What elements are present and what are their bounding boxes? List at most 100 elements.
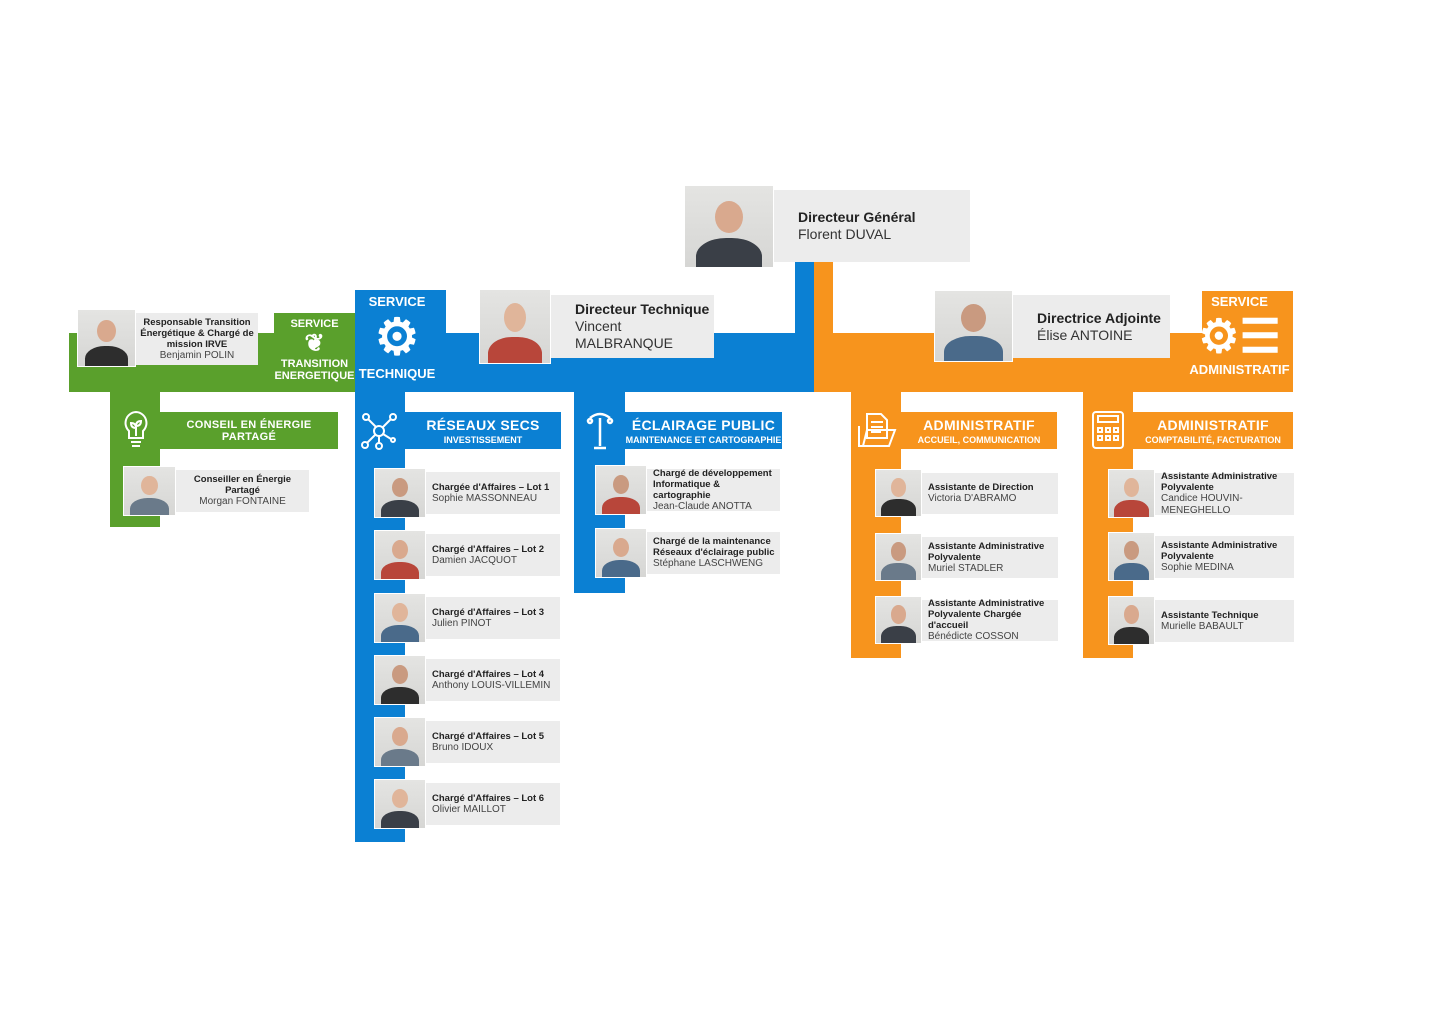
- avatar-head: [392, 788, 408, 808]
- compta-header: ADMINISTRATIF COMPTABILITÉ, FACTURATION: [1133, 412, 1293, 449]
- person-name: Stéphane LASCHWENG: [653, 558, 764, 569]
- avatar-body: [1114, 500, 1149, 517]
- service-name: ADMINISTRATIF: [1189, 362, 1290, 377]
- header-title: RÉSEAUX SECS: [426, 416, 540, 433]
- header-title: CONSEIL EN ÉNERGIE PARTAGÉ: [186, 418, 312, 443]
- header-subtitle: INVESTISSEMENT: [443, 434, 523, 445]
- person-role: Conseiller en Énergie Partagé: [193, 474, 292, 496]
- service-administratif-label: SERVICE ⚙☰ ADMINISTRATIF: [1186, 295, 1293, 377]
- avatar-head: [392, 477, 408, 497]
- avatar-head: [613, 474, 629, 494]
- conseil-header: CONSEIL EN ÉNERGIE PARTAGÉ: [160, 412, 338, 449]
- person-role: Chargé d'Affaires – Lot 4: [432, 668, 545, 680]
- person-photo: [875, 596, 922, 644]
- person-photo: [595, 528, 647, 578]
- avatar-head: [891, 605, 906, 624]
- person-role: Chargé d'Affaires – Lot 3: [432, 606, 545, 618]
- reseaux-secs-header: RÉSEAUX SECS INVESTISSEMENT: [405, 412, 561, 449]
- person-photo: [875, 533, 922, 581]
- service-technique-label: SERVICE ⚙ TECHNIQUE: [355, 295, 439, 381]
- person-photo: [1108, 532, 1155, 581]
- avatar-head: [961, 303, 986, 332]
- person-photo: [374, 717, 426, 767]
- person-card: Responsable Transition Énergétique & Cha…: [136, 313, 258, 365]
- header-subtitle: COMPTABILITÉ, FACTURATION: [1145, 434, 1281, 445]
- accueil-header: ADMINISTRATIF ACCUEIL, COMMUNICATION: [901, 412, 1057, 449]
- person-role: Assistante Administrative Polyvalente Ch…: [928, 598, 1045, 631]
- service-label: SERVICE: [1211, 294, 1268, 309]
- person-name: Élise ANTOINE: [1037, 326, 1133, 343]
- connector: [795, 262, 814, 342]
- person-name: Jean-Claude ANOTTA: [653, 500, 752, 512]
- person-role: Chargé de développement Informatique & c…: [653, 467, 772, 501]
- person-photo: [374, 593, 426, 643]
- gear-wrench-icon: ⚙: [374, 309, 420, 365]
- folder-document-icon: [858, 413, 897, 447]
- person-role: Chargé d'Affaires – Lot 5: [432, 730, 545, 742]
- avatar-head: [613, 537, 629, 557]
- avatar-head: [891, 542, 906, 561]
- person-role: Assistante de Direction: [928, 482, 1034, 493]
- person-name: Julien PINOT: [432, 617, 492, 629]
- avatar-head: [714, 200, 744, 233]
- person-card: Assistante Administrative Polyvalente Ch…: [922, 598, 1058, 642]
- avatar-head: [891, 478, 906, 497]
- person-photo: [1108, 596, 1155, 645]
- person-role: Chargé d'Affaires – Lot 2: [432, 543, 545, 555]
- service-name: TECHNIQUE: [358, 366, 436, 381]
- person-role: Responsable Transition Énergétique & Cha…: [140, 316, 254, 350]
- person-name: Bruno IDOUX: [432, 741, 494, 753]
- person-name: Murielle BABAULT: [1161, 620, 1244, 632]
- service-transition-label: SERVICE ❦ TRANSITION ENERGETIQUE: [274, 318, 355, 382]
- technique-service-block: [355, 290, 446, 392]
- avatar-head: [1124, 541, 1139, 561]
- avatar-body: [881, 499, 916, 516]
- eclairage-header: ÉCLAIRAGE PUBLIC MAINTENANCE ET CARTOGRA…: [625, 412, 782, 449]
- person-photo: [479, 289, 551, 364]
- service-label: SERVICE: [368, 294, 426, 309]
- avatar-body: [381, 748, 419, 766]
- leaf-plug-icon: ❦: [304, 330, 325, 357]
- header-subtitle: ACCUEIL, COMMUNICATION: [917, 434, 1041, 445]
- person-name: Victoria D'ABRAMO: [928, 493, 1017, 504]
- avatar-body: [881, 626, 916, 643]
- avatar-body: [944, 335, 1003, 361]
- person-photo: [374, 530, 426, 580]
- avatar-body: [1114, 563, 1149, 580]
- person-name: Sophie MEDINA: [1161, 562, 1234, 573]
- person-role: Directeur Technique: [575, 301, 710, 317]
- person-name: Candice HOUVIN-MENEGHELLO: [1161, 493, 1243, 516]
- person-photo: [77, 309, 136, 367]
- service-label: SERVICE: [290, 318, 339, 330]
- person-role: Chargée d'Affaires – Lot 1: [432, 481, 550, 493]
- person-photo: [1108, 469, 1155, 518]
- person-role: Directrice Adjointe: [1037, 309, 1161, 326]
- avatar-head: [503, 303, 527, 333]
- network-icon: [361, 413, 397, 450]
- person-name: Bénédicte COSSON: [928, 631, 1019, 642]
- avatar-body: [881, 563, 916, 580]
- person-name: Anthony LOUIS-VILLEMIN: [432, 679, 551, 691]
- transition-service-block: [274, 313, 355, 392]
- header-title: ADMINISTRATIF: [923, 416, 1035, 433]
- avatar-head: [392, 539, 408, 559]
- avatar-body: [602, 496, 640, 514]
- avatar-body: [381, 624, 419, 642]
- avatar-head: [141, 475, 158, 495]
- person-role: Chargé d'Affaires – Lot 6: [432, 792, 545, 804]
- avatar-body: [695, 237, 763, 267]
- service-name: TRANSITION ENERGETIQUE: [274, 358, 355, 382]
- avatar-body: [488, 336, 542, 363]
- header-title: ÉCLAIRAGE PUBLIC: [631, 416, 776, 433]
